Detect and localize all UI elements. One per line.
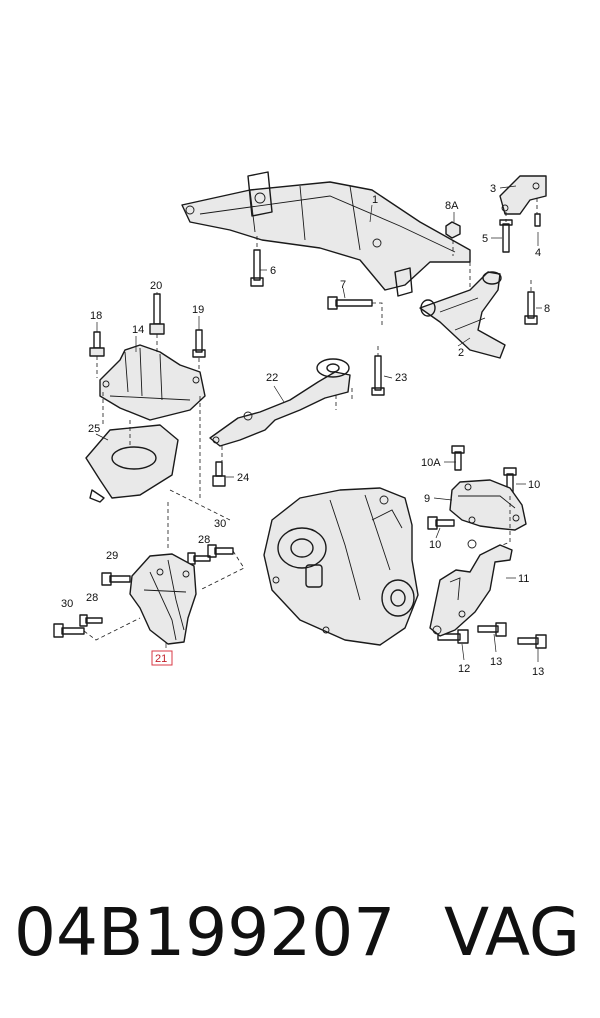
callout-18: 18 [90,310,102,322]
callout-8: 8 [544,303,550,315]
callout-30-right: 30 [214,518,226,530]
callout-2: 2 [458,347,464,359]
callout-12: 12 [458,663,470,675]
callout-24: 24 [237,472,249,484]
bolts [53,212,547,649]
callout-28-right: 28 [198,534,210,546]
callout-19: 19 [192,304,204,316]
mount-plate [85,420,231,521]
gearbox-bracket [429,539,513,637]
callout-11: 11 [518,573,529,585]
brand-name: VAG [444,894,581,971]
leader-lines [95,185,542,662]
callout-8a: 8A [445,200,459,212]
callout-23: 23 [395,372,407,384]
callout-20: 20 [150,280,162,292]
callout-6: 6 [270,265,276,277]
callout-28-left: 28 [86,592,98,604]
callout-7: 7 [340,279,346,291]
callout-3: 3 [490,183,496,195]
callout-10-left: 10 [429,539,441,551]
gearbox [263,487,419,646]
bracket-3 [499,175,547,227]
callout-10a: 10A [421,457,441,469]
footer-caption: 04B199207 VAG [14,888,594,978]
callout-13-b: 13 [532,666,544,678]
callout-9: 9 [424,493,430,505]
control-arm [419,262,506,359]
callout-21-highlight [151,650,173,666]
callout-21: 21 [155,653,167,665]
engine-mount [96,334,206,500]
callout-10-right: 10 [528,479,540,491]
callout-22: 22 [266,372,278,384]
pendulum-mount [129,502,197,645]
subframe [181,171,471,297]
callout-1: 1 [372,194,378,206]
callout-14: 14 [132,324,144,336]
callout-30-left: 30 [61,598,73,610]
part-number: 04B199207 [14,894,396,971]
torque-rod [209,358,353,462]
callout-4: 4 [535,247,541,259]
exploded-parts-diagram: 1 2 3 4 5 6 7 8 8A 9 10A 10 10 11 12 13 … [53,171,550,678]
callout-labels: 1 2 3 4 5 6 7 8 8A 9 10A 10 10 11 12 13 … [61,183,550,678]
callout-29: 29 [106,550,118,562]
callout-13-a: 13 [490,656,502,668]
callout-5: 5 [482,233,488,245]
gearbox-mount [449,479,527,549]
callout-25: 25 [88,423,100,435]
